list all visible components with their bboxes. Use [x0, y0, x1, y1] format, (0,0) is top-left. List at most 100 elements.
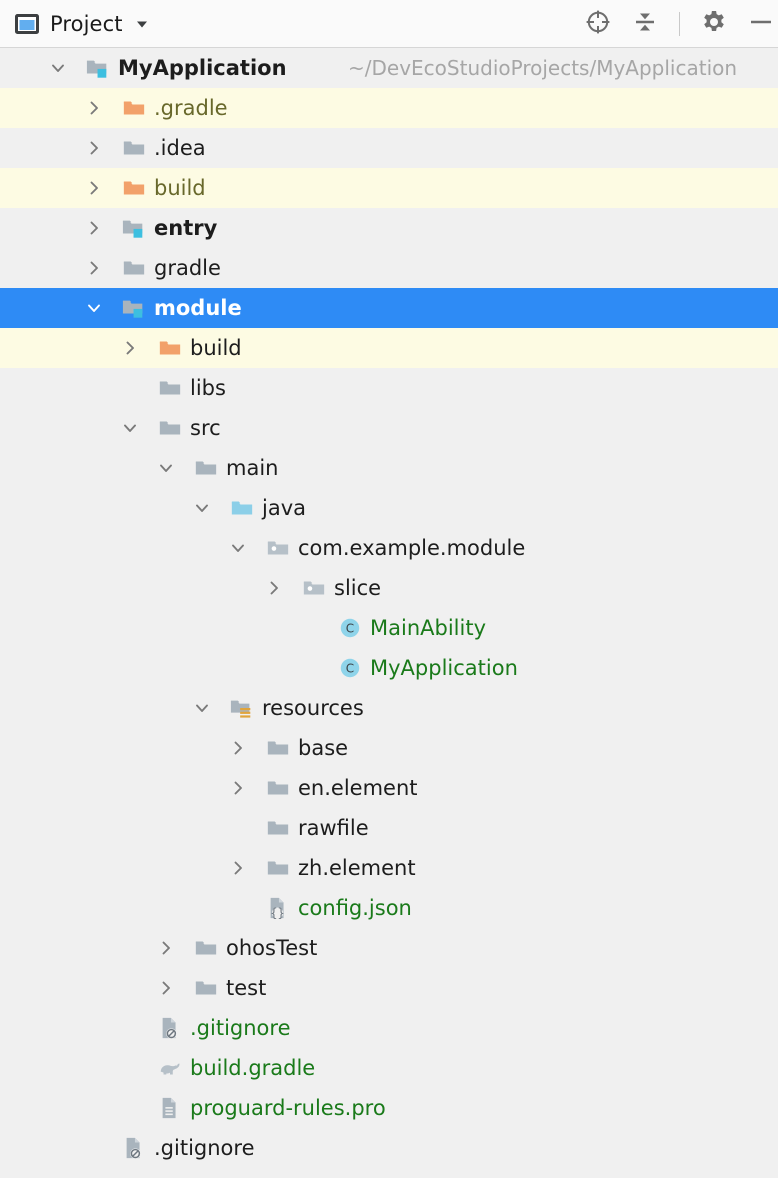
tree-row-label: en.element — [298, 776, 418, 800]
tree-row-zh-element[interactable]: zh.element — [0, 848, 778, 888]
tree-row-build[interactable]: build — [0, 168, 778, 208]
tree-row-label: base — [298, 736, 349, 760]
tree-row-label: com.example.module — [298, 536, 526, 560]
tree-row-root-gitignore[interactable]: .gitignore — [0, 1128, 778, 1168]
package-icon — [302, 576, 326, 600]
gitignore-file-icon — [158, 1016, 182, 1040]
tree-row-proguard-rules[interactable]: proguard-rules.pro — [0, 1088, 778, 1128]
tree-row-resources[interactable]: resources — [0, 688, 778, 728]
tree-row-mainability[interactable]: C MainAbility — [0, 608, 778, 648]
tree-row-entry[interactable]: entry — [0, 208, 778, 248]
project-view-title: Project — [50, 11, 123, 36]
tree-row-rawfile[interactable]: rawfile — [0, 808, 778, 848]
tree-row-module[interactable]: module — [0, 288, 778, 328]
chevron-down-icon[interactable] — [120, 418, 140, 438]
select-opened-file-icon[interactable] — [583, 7, 613, 41]
project-view-icon — [14, 11, 40, 37]
chevron-down-icon[interactable] — [192, 498, 212, 518]
resources-folder-icon — [230, 696, 254, 720]
tree-row-module-gitignore[interactable]: .gitignore — [0, 1008, 778, 1048]
tree-row-libs[interactable]: libs — [0, 368, 778, 408]
tree-row-test[interactable]: test — [0, 968, 778, 1008]
chevron-down-icon[interactable] — [133, 15, 151, 33]
text-file-icon — [158, 1096, 182, 1120]
tree-row-src[interactable]: src — [0, 408, 778, 448]
chevron-right-icon[interactable] — [156, 938, 176, 958]
chevron-down-icon[interactable] — [156, 458, 176, 478]
tree-row-gradle-hidden[interactable]: .gradle — [0, 88, 778, 128]
chevron-right-icon[interactable] — [228, 858, 248, 878]
tree-row-label: zh.element — [298, 856, 416, 880]
folder-gray-icon — [266, 816, 290, 840]
tree-row-label: .gitignore — [190, 1016, 291, 1040]
gear-icon[interactable] — [700, 8, 728, 40]
tree-row-idea[interactable]: .idea — [0, 128, 778, 168]
chevron-right-icon[interactable] — [84, 138, 104, 158]
package-icon — [266, 536, 290, 560]
toolbar-separator — [679, 11, 680, 36]
folder-gray-icon — [158, 376, 182, 400]
tree-row-java[interactable]: java — [0, 488, 778, 528]
module-folder-icon — [122, 296, 146, 320]
project-view-selector[interactable]: Project — [0, 11, 151, 37]
tree-row-label: main — [226, 456, 279, 480]
tree-row-module-build[interactable]: build — [0, 328, 778, 368]
chevron-right-icon[interactable] — [84, 218, 104, 238]
chevron-down-icon[interactable] — [228, 538, 248, 558]
gradle-file-icon — [158, 1056, 182, 1080]
tree-row-en-element[interactable]: en.element — [0, 768, 778, 808]
tree-row-label: MainAbility — [370, 616, 486, 640]
tree-row-gradle[interactable]: gradle — [0, 248, 778, 288]
tree-row-package-com-example-module[interactable]: com.example.module — [0, 528, 778, 568]
tree-row-label: entry — [154, 216, 218, 240]
minimize-icon[interactable] — [746, 8, 774, 40]
chevron-down-icon[interactable] — [192, 698, 212, 718]
folder-gray-icon — [194, 936, 218, 960]
json-file-icon: {} — [266, 896, 290, 920]
chevron-right-icon[interactable] — [228, 738, 248, 758]
tree-row-base[interactable]: base — [0, 728, 778, 768]
folder-gray-icon — [194, 456, 218, 480]
tree-row-label: ohosTest — [226, 936, 318, 960]
folder-gray-icon — [122, 136, 146, 160]
tree-row-label: slice — [334, 576, 382, 600]
tree-row-path: ~/DevEcoStudioProjects/MyApplication — [348, 56, 738, 80]
chevron-down-icon[interactable] — [48, 58, 68, 78]
chevron-right-icon[interactable] — [228, 778, 248, 798]
chevron-down-icon[interactable] — [84, 298, 104, 318]
chevron-right-icon[interactable] — [84, 98, 104, 118]
folder-source-icon — [230, 496, 254, 520]
tree-row-label: build — [154, 176, 206, 200]
tree-row-label: MyApplication — [118, 56, 287, 80]
gitignore-file-icon — [122, 1136, 146, 1160]
tree-row-label: proguard-rules.pro — [190, 1096, 386, 1120]
tree-row-package-slice[interactable]: slice — [0, 568, 778, 608]
svg-text:C: C — [346, 622, 354, 636]
folder-gray-icon — [266, 776, 290, 800]
tree-row-main[interactable]: main — [0, 448, 778, 488]
tree-row-label: .gitignore — [154, 1136, 255, 1160]
tree-row-label: src — [190, 416, 221, 440]
folder-gray-icon — [122, 256, 146, 280]
chevron-right-icon[interactable] — [156, 978, 176, 998]
module-folder-icon — [86, 56, 110, 80]
tree-row-label: module — [154, 296, 242, 320]
tree-row-label: .gradle — [154, 96, 228, 120]
tree-row-label: build — [190, 336, 242, 360]
folder-gray-icon — [194, 976, 218, 1000]
chevron-right-icon[interactable] — [84, 258, 104, 278]
chevron-right-icon[interactable] — [84, 178, 104, 198]
tree-row-label: build.gradle — [190, 1056, 316, 1080]
folder-gray-icon — [266, 856, 290, 880]
tree-row-ohostest[interactable]: ohosTest — [0, 928, 778, 968]
collapse-all-icon[interactable] — [631, 8, 659, 40]
chevron-right-icon[interactable] — [120, 338, 140, 358]
tree-row-label: java — [262, 496, 306, 520]
project-tree[interactable]: MyApplication ~/DevEcoStudioProjects/MyAp… — [0, 48, 778, 1168]
tree-row-build-gradle[interactable]: build.gradle — [0, 1048, 778, 1088]
tool-window-header: Project — [0, 0, 778, 48]
chevron-right-icon[interactable] — [264, 578, 284, 598]
tree-row-myapplication[interactable]: MyApplication ~/DevEcoStudioProjects/MyAp… — [0, 48, 778, 88]
tree-row-config-json[interactable]: {}config.json — [0, 888, 778, 928]
